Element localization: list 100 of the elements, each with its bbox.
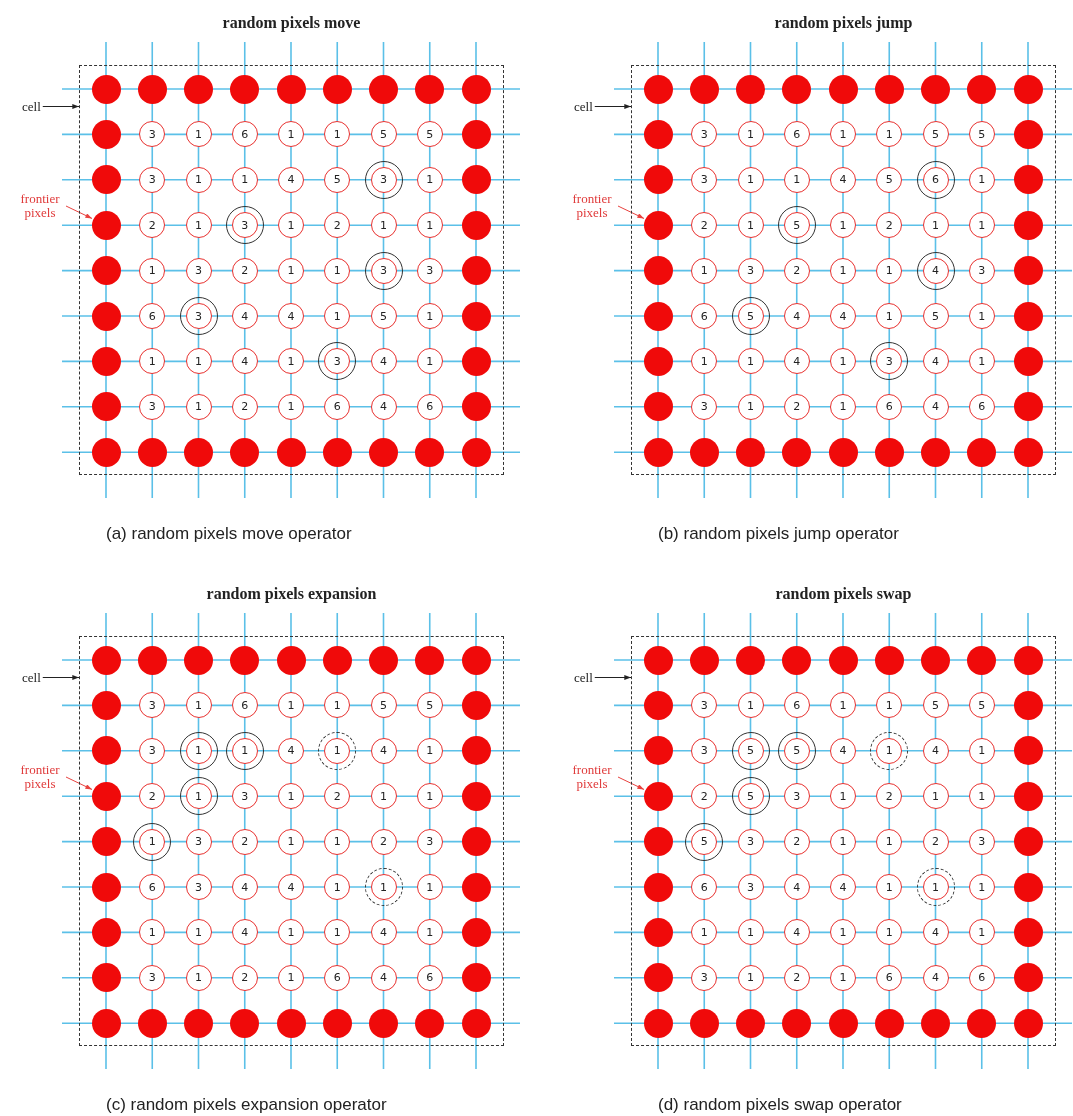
pixel-circle: 1 [830, 828, 856, 855]
pixel-circle: 5 [737, 783, 764, 810]
pixel-circle: 1 [278, 964, 304, 991]
pixel-circle: 1 [691, 919, 718, 946]
callout-label: cell [574, 99, 593, 114]
pixel-circle: 1 [737, 348, 764, 375]
frontier-pixel [91, 963, 121, 993]
pixel-circle: 4 [278, 166, 304, 193]
pixel-circle: 1 [691, 348, 718, 375]
frontier-pixel [1013, 256, 1043, 286]
frontier-pixel [137, 1008, 167, 1038]
pixel-circle: 1 [185, 737, 212, 764]
pixel-circle: 4 [830, 874, 856, 900]
pixel-circle: 1 [324, 121, 351, 148]
pixel-circle: 4 [783, 874, 810, 900]
pixel-circle: 4 [783, 303, 810, 329]
pixel-circle: 4 [370, 393, 397, 420]
pixel-circle: 3 [139, 121, 166, 148]
pixel-circle: 1 [324, 828, 351, 855]
frontier-pixel [461, 392, 491, 422]
frontier-pixel [643, 781, 673, 811]
pixel-circle: 1 [922, 783, 949, 810]
pixel-circle: 5 [416, 692, 443, 719]
pixel-circle: 2 [691, 212, 718, 239]
pixel-circle: 1 [278, 121, 304, 148]
pixel-circle: 3 [737, 257, 764, 284]
frontier-pixel [1013, 1008, 1043, 1038]
pixel-circle: 6 [231, 692, 258, 719]
pixel-circle: 2 [231, 257, 258, 284]
leader-line [617, 776, 645, 790]
frontier-pixel [689, 74, 719, 104]
pixel-circle: 5 [324, 166, 351, 193]
pixel-circle: 2 [783, 828, 810, 855]
frontier-pixel [415, 645, 445, 675]
frontier-pixel [276, 74, 306, 104]
frontier-pixel [322, 437, 352, 467]
pixel-circle: 4 [830, 166, 856, 193]
pixel-circle: 1 [185, 121, 212, 148]
frontier-pixel [461, 827, 491, 857]
frontier-pixel [689, 437, 719, 467]
pixel-circle: 4 [922, 257, 949, 284]
frontier-pixel [1013, 346, 1043, 376]
pixel-circle: 1 [737, 166, 764, 193]
pixel-circle: 1 [416, 874, 443, 900]
pixel-circle: 1 [139, 257, 166, 284]
pixel-circle: 3 [691, 964, 718, 991]
frontier-pixel [782, 437, 812, 467]
frontier-pixel [828, 437, 858, 467]
pixel-circle: 1 [968, 303, 995, 329]
callout-label: frontier pixels [568, 763, 616, 791]
frontier-pixel [461, 781, 491, 811]
pixel-circle: 1 [370, 783, 397, 810]
pixel-circle: 4 [783, 348, 810, 375]
frontier-pixel [276, 437, 306, 467]
pixel-circle: 1 [278, 212, 304, 239]
pixel-circle: 3 [324, 348, 351, 375]
frontier-pixel [967, 74, 997, 104]
frontier-pixel [782, 74, 812, 104]
pixel-circle: 5 [968, 121, 995, 148]
pixel-circle: 4 [922, 393, 949, 420]
frontier-pixel [137, 645, 167, 675]
pixel-circle: 3 [139, 393, 166, 420]
frontier-pixel [184, 437, 213, 467]
frontier-pixel [643, 346, 673, 376]
figure-caption: (c) random pixels expansion operator [106, 1095, 387, 1115]
frontier-pixel [369, 437, 398, 467]
frontier-pixel [461, 437, 491, 467]
pixel-circle: 3 [737, 828, 764, 855]
pixel-circle: 6 [783, 121, 810, 148]
frontier-pixel [91, 165, 121, 195]
pixel-circle: 2 [231, 964, 258, 991]
frontier-pixel [91, 301, 121, 331]
frontier-pixel [461, 690, 491, 720]
frontier-pixel [643, 301, 673, 331]
frontier-pixel [369, 74, 398, 104]
pixel-circle: 1 [922, 874, 949, 900]
frontier-pixel [1013, 210, 1043, 240]
pixel-circle: 1 [185, 783, 212, 810]
pixel-circle: 5 [922, 121, 949, 148]
pixel-circle: 3 [139, 166, 166, 193]
frontier-pixel [736, 74, 765, 104]
pixel-circle: 2 [876, 783, 903, 810]
pixel-circle: 3 [185, 828, 212, 855]
pixel-circle: 5 [737, 303, 764, 329]
frontier-pixel [967, 437, 997, 467]
pixel-circle: 4 [922, 737, 949, 764]
pixel-circle: 3 [231, 783, 258, 810]
frontier-pixel [874, 74, 904, 104]
pixel-circle: 5 [922, 692, 949, 719]
pixel-circle: 1 [416, 348, 443, 375]
pixel-circle: 3 [691, 121, 718, 148]
pixel-circle: 4 [370, 964, 397, 991]
pixel-circle: 1 [830, 257, 856, 284]
pixel-circle: 3 [139, 964, 166, 991]
pixel-circle: 4 [278, 737, 304, 764]
figure-caption: (d) random pixels swap operator [658, 1095, 902, 1115]
pixel-circle: 1 [968, 874, 995, 900]
frontier-pixel [643, 917, 673, 947]
frontier-pixel [276, 645, 306, 675]
pixel-circle: 1 [830, 393, 856, 420]
